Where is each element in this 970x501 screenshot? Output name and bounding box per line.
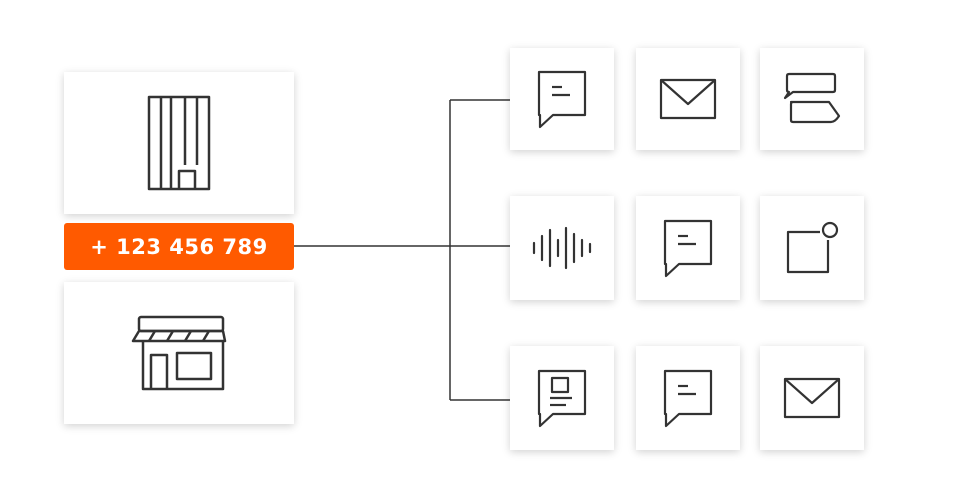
channel-card-r2-c1 (510, 196, 614, 300)
notification-square-icon (786, 221, 839, 274)
office-building-card (64, 72, 294, 214)
envelope-icon (659, 78, 717, 120)
channel-card-r3-c1 (510, 346, 614, 450)
rich-message-icon (537, 369, 587, 428)
channel-card-r2-c2 (636, 196, 740, 300)
phone-number-badge: + 123 456 789 (64, 223, 294, 270)
channel-card-r3-c2 (636, 346, 740, 450)
channel-card-r1-c2 (636, 48, 740, 150)
channel-card-r2-c3 (760, 196, 864, 300)
channel-card-r3-c3 (760, 346, 864, 450)
sound-wave-icon (532, 226, 592, 270)
conversation-bubbles-icon (783, 72, 841, 124)
channel-card-r1-c1 (510, 48, 614, 150)
office-building-icon (147, 95, 211, 191)
chat-bubble-icon (663, 219, 713, 278)
phone-number-text: + 123 456 789 (90, 234, 268, 259)
storefront-icon (131, 315, 227, 391)
chat-bubble-icon (537, 70, 587, 129)
channel-card-r1-c3 (760, 48, 864, 150)
storefront-card (64, 282, 294, 424)
chat-bubble-icon (663, 369, 713, 428)
envelope-icon (783, 377, 841, 419)
